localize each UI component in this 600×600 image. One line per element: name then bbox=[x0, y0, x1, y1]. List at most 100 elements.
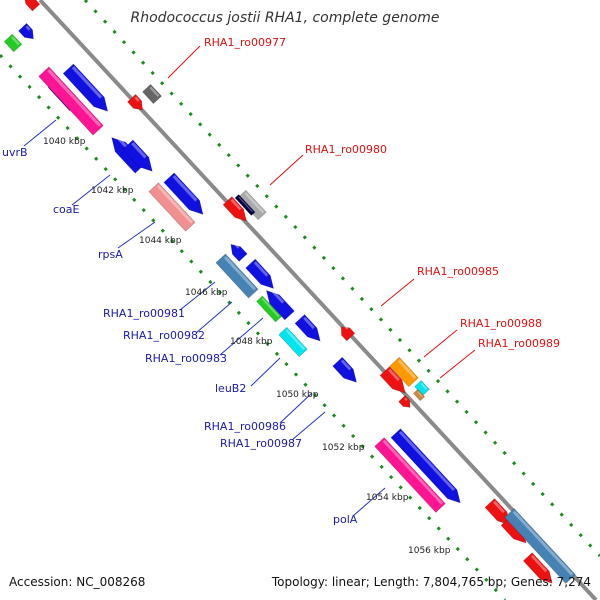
tick-label: 1054 kbp bbox=[366, 493, 409, 503]
gene-arrow-highlight bbox=[530, 554, 548, 573]
map-title: Rhodococcus jostii RHA1, complete genome bbox=[130, 10, 439, 26]
gene-arrow-highlight bbox=[285, 329, 306, 351]
gene-arrow[interactable] bbox=[398, 395, 414, 411]
gene-arrow[interactable] bbox=[504, 508, 576, 584]
gene-label[interactable]: RHA1_ro00987 bbox=[220, 437, 302, 450]
gene-label[interactable]: RHA1_ro00982 bbox=[123, 329, 205, 342]
gene-arrow[interactable] bbox=[389, 356, 419, 388]
gene-arrow[interactable] bbox=[245, 258, 279, 293]
gene-arrow-highlight bbox=[71, 66, 103, 99]
gene-features bbox=[3, 0, 576, 588]
gene-arrow-highlight bbox=[382, 439, 444, 505]
gene-label[interactable]: RHA1_ro00980 bbox=[305, 143, 387, 156]
gene-arrow[interactable] bbox=[294, 314, 325, 346]
gene-arrow-highlight bbox=[134, 96, 140, 102]
gene-arrow-highlight bbox=[233, 242, 240, 249]
gene-arrow-highlight bbox=[47, 69, 102, 127]
outer-dotted-track bbox=[83, 0, 600, 558]
gene-arrow[interactable] bbox=[337, 323, 356, 342]
callout-line bbox=[279, 392, 313, 424]
tick-label: 1042 kbp bbox=[91, 186, 134, 196]
callout-line bbox=[117, 221, 156, 249]
gene-arrow[interactable] bbox=[278, 326, 308, 358]
gene-label[interactable]: RHA1_ro00989 bbox=[478, 337, 560, 350]
gene-arrow[interactable] bbox=[148, 182, 196, 232]
gene-arrow-highlight bbox=[131, 142, 147, 159]
gene-arrow-highlight bbox=[340, 359, 352, 371]
gene-arrow-highlight bbox=[303, 316, 315, 330]
gene-label[interactable]: coaE bbox=[53, 203, 80, 216]
accession-text: Accession: NC_008268 bbox=[9, 575, 145, 589]
gene-arrow-highlight bbox=[420, 382, 428, 390]
gene-arrow[interactable] bbox=[374, 437, 446, 513]
gene-arrow[interactable] bbox=[234, 194, 256, 216]
gene-arrow[interactable] bbox=[522, 552, 556, 588]
callout-line bbox=[423, 329, 458, 358]
gene-label[interactable]: RHA1_ro00977 bbox=[204, 36, 286, 49]
gene-arrow-highlight bbox=[261, 298, 280, 317]
tick-label: 1048 kbp bbox=[230, 337, 273, 347]
gene-arrow-highlight bbox=[397, 359, 417, 380]
gene-label[interactable]: RHA1_ro00981 bbox=[103, 307, 185, 320]
gene-arrow[interactable] bbox=[20, 0, 41, 12]
gene-arrow-highlight bbox=[11, 36, 20, 46]
gene-arrow-highlight bbox=[399, 430, 456, 492]
gene-arrow[interactable] bbox=[38, 66, 104, 136]
gene-arrow[interactable] bbox=[215, 253, 259, 299]
gene-arrow[interactable] bbox=[127, 93, 147, 113]
gene-label[interactable]: polA bbox=[333, 513, 358, 526]
gene-arrow-highlight bbox=[230, 198, 242, 211]
gene-arrow[interactable] bbox=[379, 366, 410, 398]
gene-arrow-highlight bbox=[25, 25, 31, 31]
gene-arrow-highlight bbox=[512, 510, 574, 576]
callout-lines bbox=[23, 45, 476, 517]
gene-label[interactable]: RHA1_ro00985 bbox=[417, 265, 499, 278]
gene-arrow[interactable] bbox=[163, 172, 208, 219]
callout-line bbox=[352, 487, 386, 517]
callout-line bbox=[380, 278, 415, 307]
tick-label: 1056 kbp bbox=[408, 546, 451, 556]
gene-label[interactable]: RHA1_ro00986 bbox=[204, 420, 286, 433]
gene-arrow[interactable] bbox=[256, 295, 282, 323]
callout-line bbox=[219, 317, 264, 356]
gene-arrow[interactable] bbox=[237, 189, 267, 221]
callout-line bbox=[250, 357, 281, 387]
gene-arrow-highlight bbox=[417, 391, 423, 397]
callout-line bbox=[291, 411, 326, 441]
gene-arrow[interactable] bbox=[332, 356, 362, 386]
gene-arrow-highlight bbox=[223, 256, 256, 291]
gene-arrow[interactable] bbox=[142, 83, 162, 105]
gene-arrow-highlight bbox=[253, 261, 269, 277]
gene-arrow[interactable] bbox=[18, 22, 38, 42]
tick-label: 1044 kbp bbox=[139, 236, 182, 246]
gene-label[interactable]: RHA1_ro00983 bbox=[145, 352, 227, 365]
gene-arrow[interactable] bbox=[227, 241, 248, 262]
gene-label[interactable]: rpsA bbox=[98, 248, 123, 261]
gene-arrow[interactable] bbox=[390, 428, 465, 508]
gene-arrow[interactable] bbox=[222, 196, 251, 226]
gene-arrow-highlight bbox=[238, 196, 253, 213]
gene-arrow-highlight bbox=[493, 500, 505, 514]
gene-arrow[interactable] bbox=[122, 139, 158, 176]
gene-arrow[interactable] bbox=[3, 33, 23, 53]
gene-label[interactable]: RHA1_ro00988 bbox=[460, 317, 542, 330]
gene-arrow[interactable] bbox=[62, 63, 113, 116]
callout-line bbox=[179, 281, 216, 311]
callout-line bbox=[439, 349, 476, 379]
callout-line bbox=[23, 119, 57, 147]
gene-arrow-highlight bbox=[344, 325, 349, 330]
tick-label: 1046 kbp bbox=[185, 288, 228, 298]
gene-arrow-highlight bbox=[156, 184, 194, 224]
tick-label: 1050 kbp bbox=[276, 390, 319, 400]
gene-arrow[interactable] bbox=[412, 388, 426, 402]
gene-label[interactable]: leuB2 bbox=[215, 382, 246, 395]
gene-arrow-highlight bbox=[404, 397, 408, 401]
callout-line bbox=[269, 154, 304, 186]
tick-label: 1052 kbp bbox=[322, 443, 365, 453]
gene-label[interactable]: uvrB bbox=[2, 146, 28, 159]
gene-arrow-highlight bbox=[172, 175, 198, 202]
gene-arrow-highlight bbox=[149, 86, 160, 97]
genome-summary-text: Topology: linear; Length: 7,804,765 bp; … bbox=[271, 575, 591, 589]
gene-arrow[interactable] bbox=[262, 286, 295, 321]
